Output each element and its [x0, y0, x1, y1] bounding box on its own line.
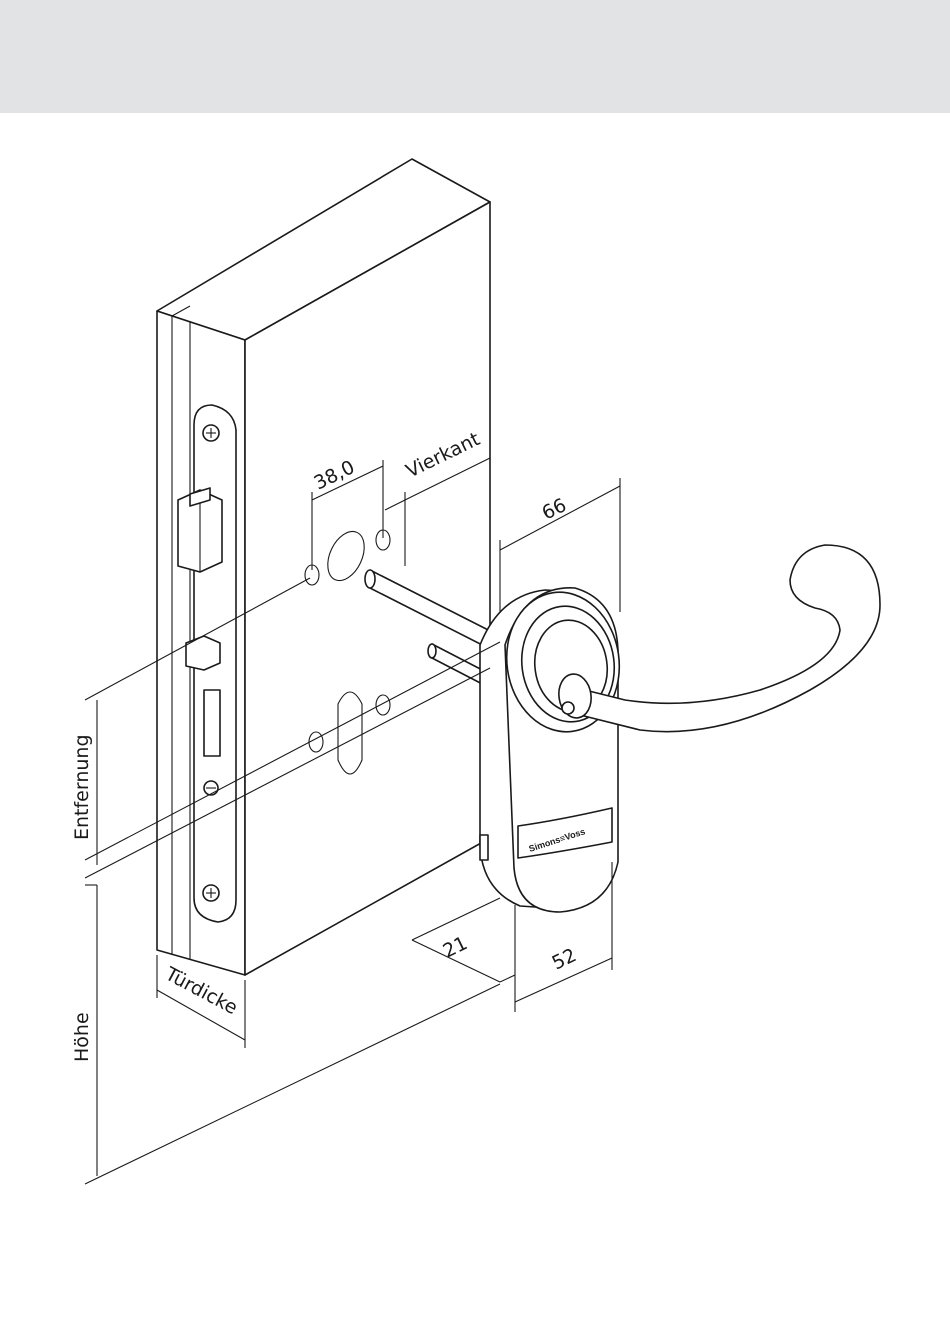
dim-offset-label: 21 [440, 932, 471, 962]
screw-middle-icon [204, 781, 218, 795]
handle-screw-icon [562, 702, 574, 714]
dead-bolt [186, 636, 220, 670]
dim-rosette-depth-label: 52 [549, 944, 580, 974]
screw-bottom-icon [203, 885, 219, 901]
screw-top-icon [203, 425, 219, 441]
dim-rosette-width-label: 66 [539, 494, 570, 524]
digital-handle-fitting: Simons≡Voss [480, 545, 880, 912]
faceplate-cylinder-slot [204, 690, 220, 756]
dim-height-label: Höhe [71, 1012, 93, 1062]
latch-bolt [178, 488, 222, 572]
dim-distance-label: Entfernung [71, 734, 93, 840]
